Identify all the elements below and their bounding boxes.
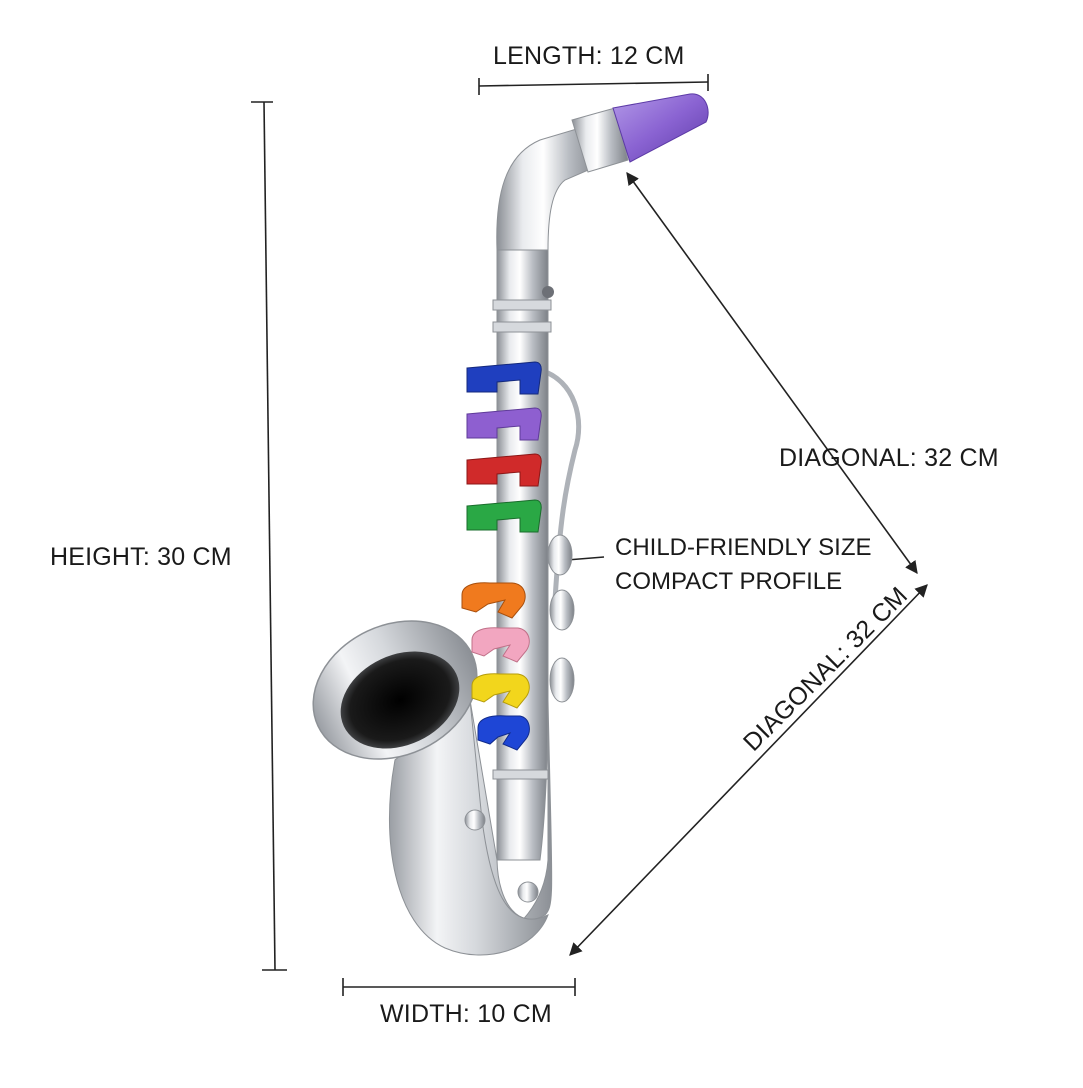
diagonal-lower-arrow xyxy=(569,584,928,956)
diagonal-upper-label: DIAGONAL: 32 CM xyxy=(779,444,999,472)
width-label: WIDTH: 10 CM xyxy=(380,1000,552,1028)
diagonal-upper-arrow xyxy=(626,171,918,575)
red-key xyxy=(466,453,542,487)
callout-note: CHILD-FRIENDLY SIZE COMPACT PROFILE xyxy=(615,531,872,599)
yellow-key xyxy=(471,673,530,709)
height-label: HEIGHT: 30 CM xyxy=(50,543,232,571)
callout-line-2: COMPACT PROFILE xyxy=(615,568,843,595)
height-dimension-line xyxy=(251,101,287,971)
saxophone xyxy=(312,93,709,956)
pink-key xyxy=(471,627,530,663)
dark-blue-key xyxy=(477,715,530,751)
green-key xyxy=(466,499,542,533)
color-keys xyxy=(461,361,542,751)
length-dimension-line xyxy=(478,74,709,95)
length-label: LENGTH: 12 CM xyxy=(493,42,685,70)
blue-key xyxy=(466,361,542,395)
orange-key xyxy=(461,582,526,619)
width-dimension-line xyxy=(342,978,576,996)
callout-line-1: CHILD-FRIENDLY SIZE xyxy=(615,534,872,561)
purple-key xyxy=(466,407,542,441)
